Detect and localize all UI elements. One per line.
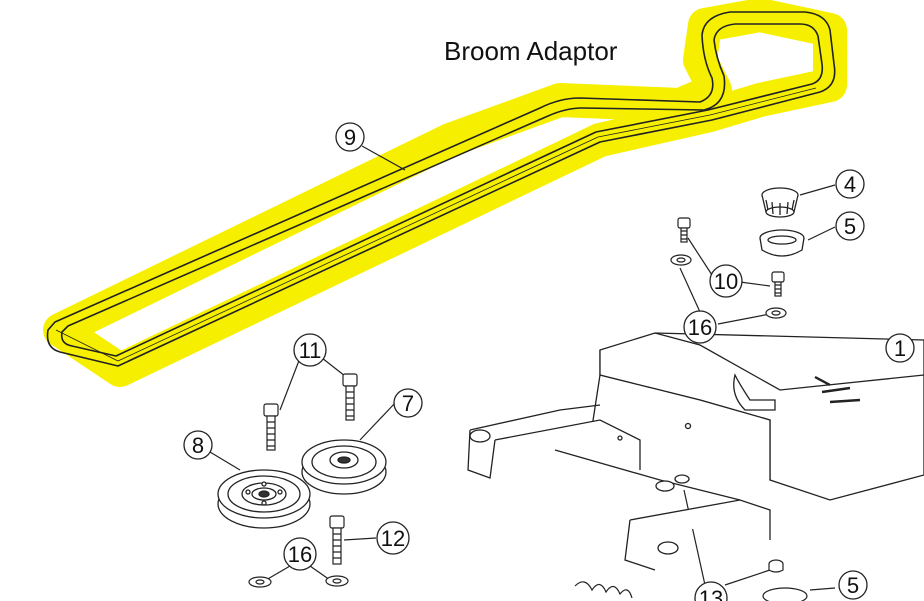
callout-circle-5 — [835, 211, 865, 241]
callout-circle-11 — [293, 333, 327, 367]
callout-12: 12 — [381, 526, 405, 551]
callout-circle-10 — [709, 264, 743, 298]
bearing-cup-part-bottom — [762, 587, 808, 601]
spring-part — [574, 581, 633, 599]
callout-16: 16 — [688, 315, 712, 340]
callout-10: 10 — [714, 269, 738, 294]
belt-highlight — [43, 0, 847, 387]
callout-circle-4 — [835, 169, 865, 199]
callout-circle-16b — [283, 537, 317, 571]
callout-7: 7 — [402, 391, 414, 416]
callout-5b: 5 — [847, 573, 859, 598]
bolt-part-11 — [263, 373, 358, 451]
bearing-cup-part — [759, 229, 805, 257]
callout-circle-8 — [183, 430, 213, 460]
callout-circle-9 — [335, 122, 365, 152]
bolt-part-10 — [677, 217, 785, 297]
callout-9: 9 — [344, 125, 356, 150]
callout-circle-1 — [885, 333, 915, 363]
pulley-part-8 — [217, 469, 311, 529]
nut-part-13 — [768, 559, 784, 573]
washer-part-16 — [248, 254, 787, 588]
callouts — [183, 122, 915, 601]
callout-11: 11 — [299, 338, 322, 363]
idler-pulley-part-7 — [301, 439, 387, 495]
belt — [46, 11, 836, 367]
callout-5: 5 — [844, 214, 856, 239]
callout-circle-13 — [694, 581, 728, 601]
callout-labels: 9 4 5 10 16 1 11 7 8 12 16 13 5 — [192, 125, 906, 601]
bolt-part-12 — [329, 515, 345, 565]
callout-circle-7 — [393, 388, 423, 418]
callout-16b: 16 — [288, 542, 312, 567]
callout-circle-16 — [683, 310, 717, 344]
bearing-cone-part — [761, 187, 799, 218]
callout-13: 13 — [699, 586, 723, 601]
diagram-title: Broom Adaptor — [444, 36, 618, 66]
callout-4: 4 — [844, 172, 856, 197]
frame-part-1 — [467, 332, 924, 571]
callout-circle-5b — [838, 570, 868, 600]
callout-8: 8 — [192, 433, 204, 458]
callout-circle-12 — [376, 521, 410, 555]
callout-1: 1 — [894, 336, 906, 361]
